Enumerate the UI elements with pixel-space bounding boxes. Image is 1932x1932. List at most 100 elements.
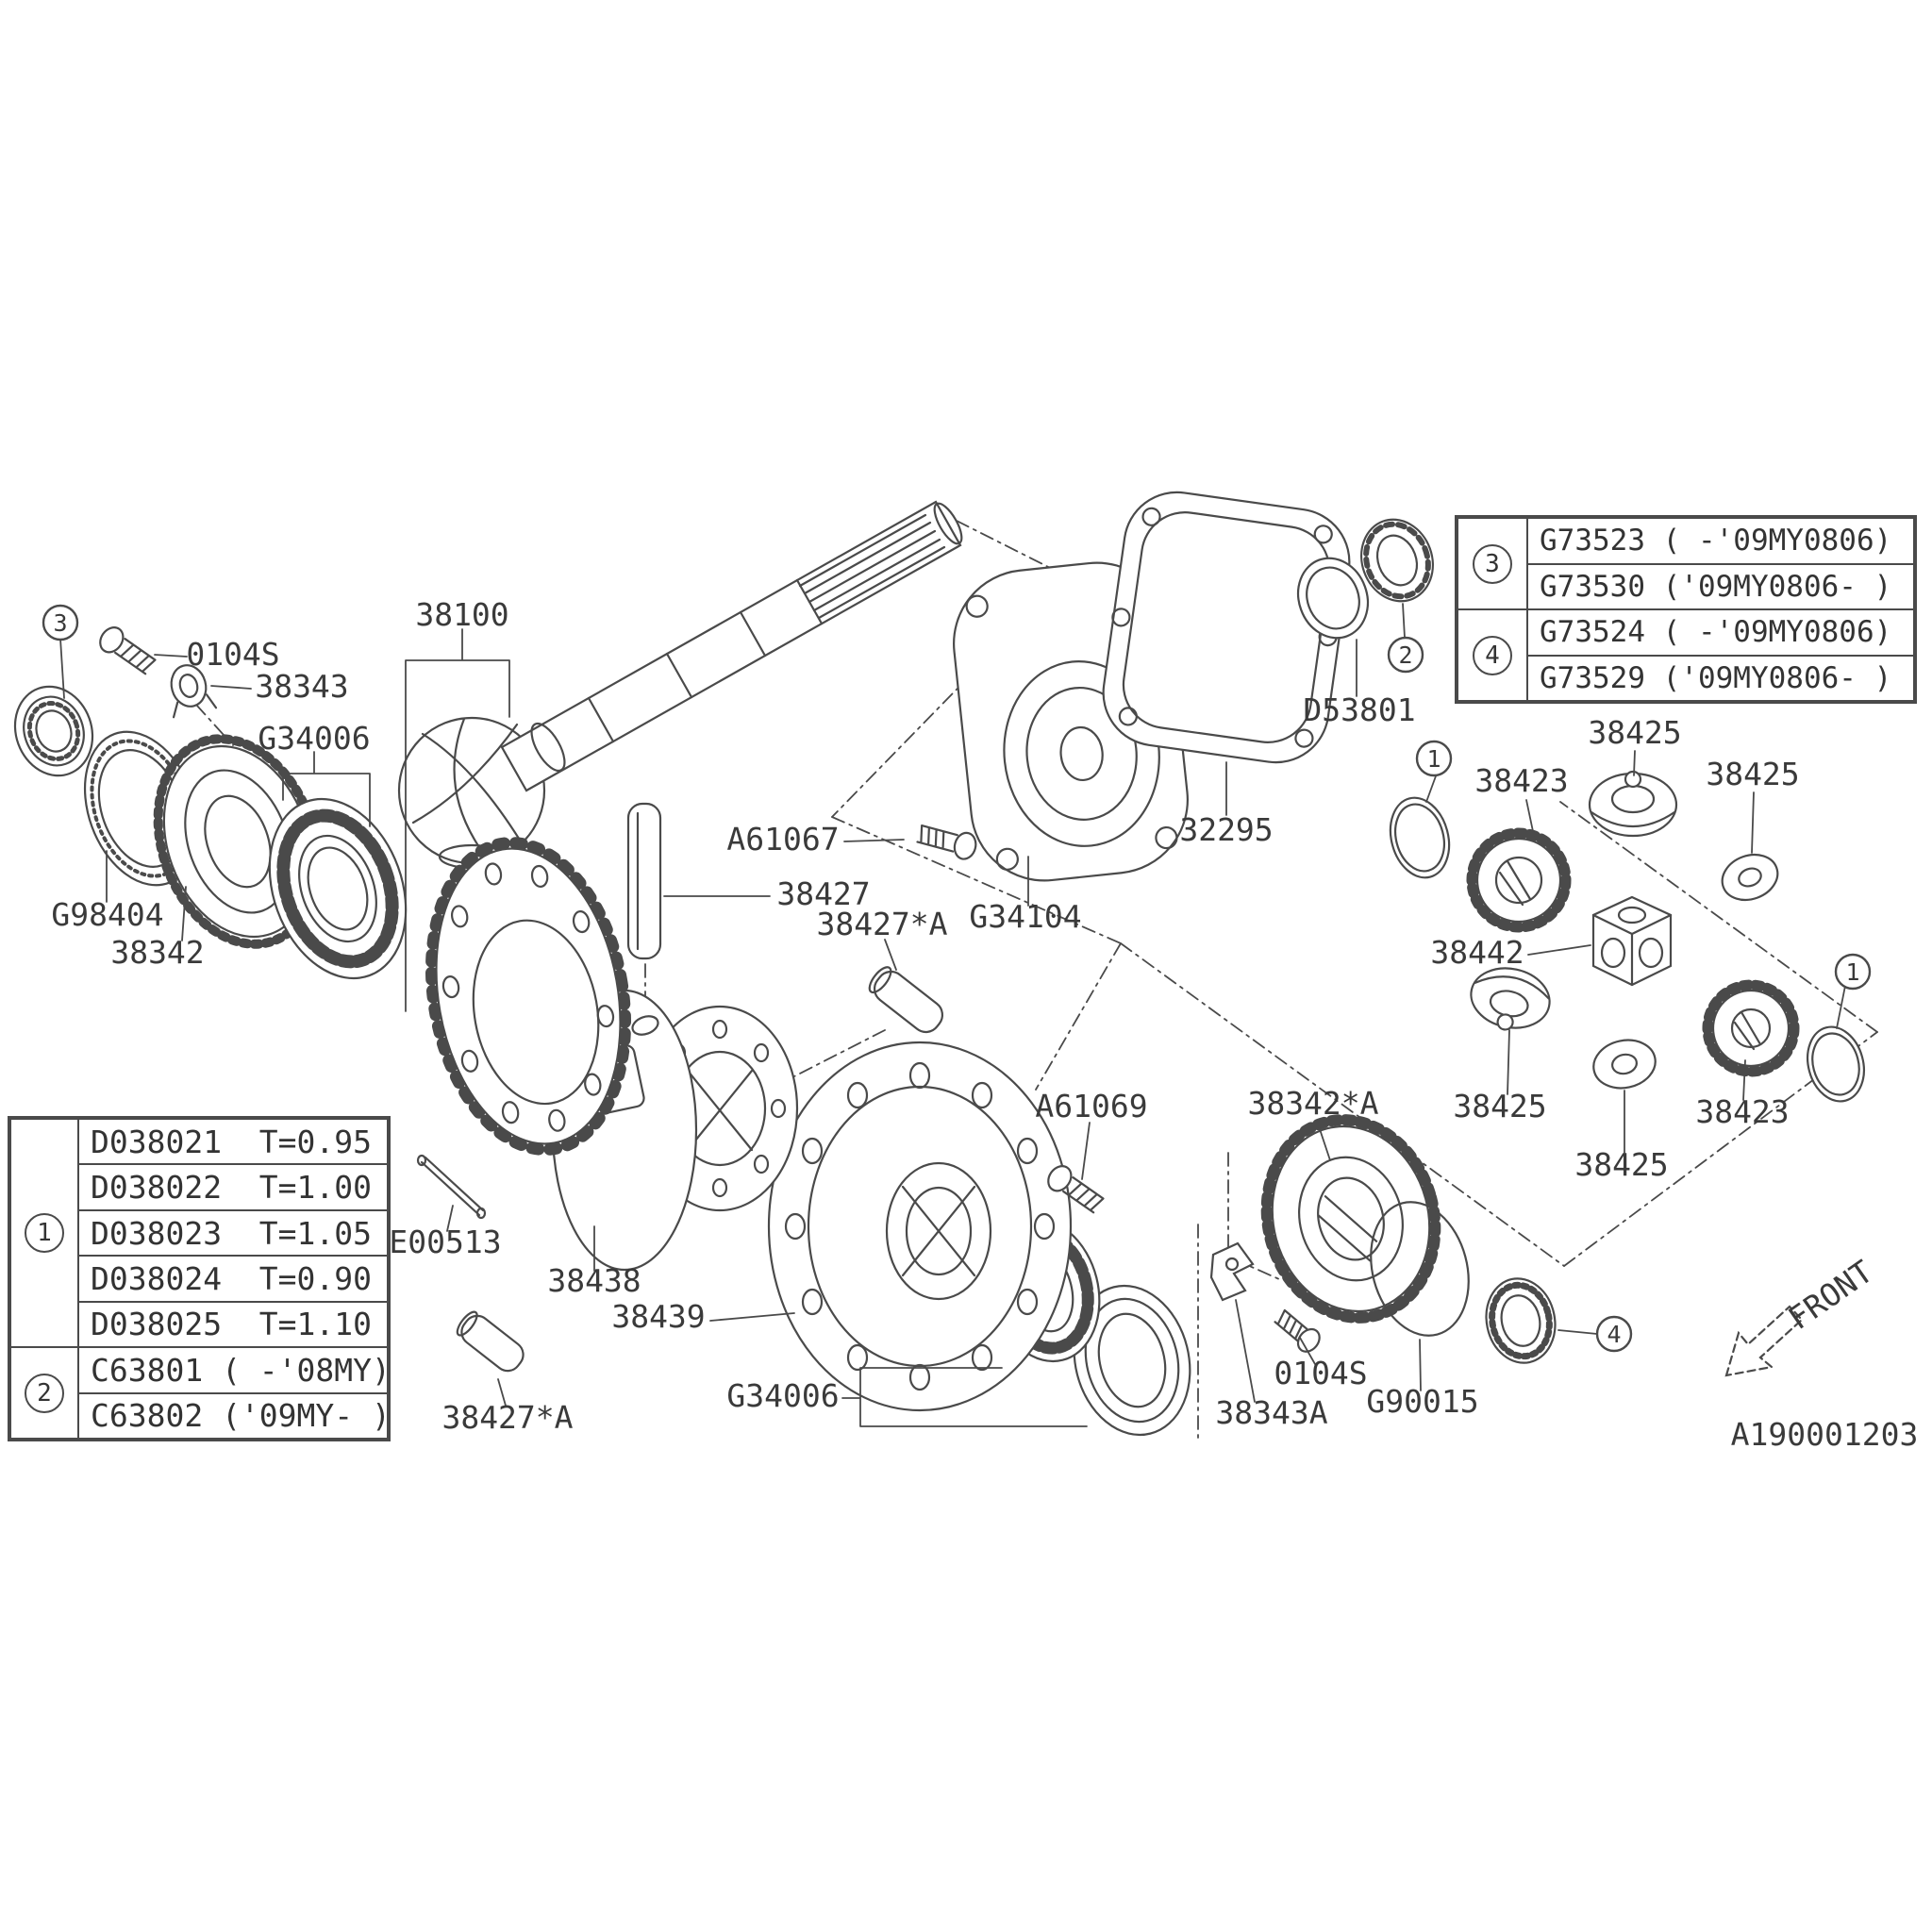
table-row: D038021 T=0.95 [78,1119,388,1165]
label-g98404: G98404 [51,896,163,933]
balloon-2-text: 2 [1398,641,1412,669]
label-g34006-left: G34006 [258,720,370,757]
gasket-32295 [1102,491,1351,764]
leader-38439 [709,1312,795,1322]
label-0104s-top: 0104S [186,636,279,673]
thrust-washer-38425-lower-center [1592,1039,1657,1090]
label-38442: 38442 [1430,934,1524,971]
label-38425-lower-left: 38425 [1453,1088,1546,1124]
leader-38427a-upper [884,939,897,971]
side-gear-38423-lower-right [1702,979,1800,1077]
leader-balloon1-left [1425,773,1438,803]
leader-38425-lower-left [1507,1029,1510,1095]
table-balloon-2: 2 [25,1373,64,1413]
variant-group4-cell: 4 [1457,609,1527,701]
leader-balloon2 [1402,603,1406,639]
leader-balloon4 [1557,1329,1598,1335]
balloon-1-left-text: 1 [1426,745,1441,773]
balloon-3-text: 3 [53,609,67,637]
shim-group2-cell: 2 [10,1347,78,1439]
leader-balloon3 [59,638,65,699]
label-38100: 38100 [415,596,508,633]
oring-g90015 [1370,1201,1470,1337]
lock-nut [1360,518,1434,603]
label-38439: 38439 [611,1298,705,1335]
label-38343: 38343 [255,668,348,705]
spider-gear-38425-lower-left [1470,967,1551,1031]
table-row: G73529 ('09MY0806- ) [1527,655,1914,701]
bolt-0104s-bottom [1274,1308,1321,1353]
label-38425-top: 38425 [1588,714,1681,751]
variant-table: 3 G73523 ( -'09MY0806) G73530 ('09MY0806… [1455,515,1917,704]
balloon-4 [1595,1315,1633,1353]
part-label-texts: 3 2 1 1 4 0104S 38343 G34006 38100 G9840… [51,596,1918,1453]
leader-38423-lower-right [1742,1059,1746,1101]
pin-38427a-upper [868,966,944,1034]
table-row: G73530 ('09MY0806- ) [1527,563,1914,609]
leader-balloon1-right [1836,985,1846,1029]
table-row: D038023 T=1.05 [78,1209,388,1257]
retainer-seal-balloon4-part [1485,1277,1557,1364]
flange-plate-38439 [767,1041,1073,1412]
table-row: D038025 T=1.10 [78,1301,388,1348]
pin-e00513 [416,1154,487,1220]
leader-38427a-lower [497,1378,507,1407]
label-38342: 38342 [110,934,204,971]
label-e00513: E00513 [389,1224,501,1260]
label-38427a-upper: 38427*A [816,906,947,942]
balloon-1-right [1834,953,1872,991]
table-row: C63801 ( -'08MY) [78,1347,388,1393]
variant-group3-cell: 3 [1457,518,1527,609]
balloon-callouts [42,604,1872,1353]
thrust-washer-38425-right [1721,853,1779,902]
table-row: D038022 T=1.00 [78,1164,388,1210]
balloon-1-left [1415,740,1453,777]
label-32295: 32295 [1179,811,1273,848]
spider-gear-38425-top [1588,770,1678,838]
leader-38425-top [1633,750,1636,776]
cross-shaft-38442 [1591,895,1673,987]
side-gear-38423-upper [1466,827,1572,933]
leader-38342 [181,886,187,941]
bracket-g34006-left [282,751,371,827]
label-38425-lower-center: 38425 [1574,1146,1668,1183]
front-arrow-icon [1724,1305,1804,1377]
drawing-number: A190001203 [1731,1416,1919,1453]
leader-0104s-bottom [1299,1337,1316,1365]
table-balloon-1: 1 [25,1213,64,1254]
label-g90015: G90015 [1366,1383,1478,1420]
bracket-38100 [405,628,510,1012]
bearing-cup-bottom [1073,1284,1191,1437]
oring-shim-left [1389,796,1451,879]
shim-group1-cell: 1 [10,1119,78,1348]
balloon-4-text: 4 [1607,1321,1621,1348]
leader-a61067 [843,839,905,842]
label-d53801: D53801 [1303,691,1415,728]
label-a61069: A61069 [1035,1088,1147,1124]
leader-38423-upper [1525,799,1535,837]
pin-38427a-lower [456,1310,525,1373]
oring-shim-right [1807,1025,1865,1103]
bolt-a61067 [916,824,977,860]
bracket-g34006-bottom [841,1367,1088,1427]
clip-38343a [1209,1241,1255,1302]
label-0104s-bottom: 0104S [1274,1355,1367,1391]
leader-38342a [1316,1120,1331,1161]
table-row: G73524 ( -'09MY0806) [1527,609,1914,656]
gear-38342a [1260,1114,1441,1324]
ring-gear-flange [425,837,632,1156]
balloon-3 [42,604,79,641]
leader-38343 [210,685,252,690]
leader-38425-right [1751,791,1755,854]
table-row: G73523 ( -'09MY0806) [1527,518,1914,564]
balloon-2 [1387,636,1424,674]
label-38438: 38438 [547,1262,641,1299]
label-g34104: G34104 [969,898,1081,935]
label-a61067: A61067 [726,821,839,858]
bolt-0104s-top [99,626,157,675]
label-38425-right: 38425 [1706,756,1799,792]
table-balloon-3: 3 [1473,543,1512,584]
leader-e00513 [446,1205,454,1232]
